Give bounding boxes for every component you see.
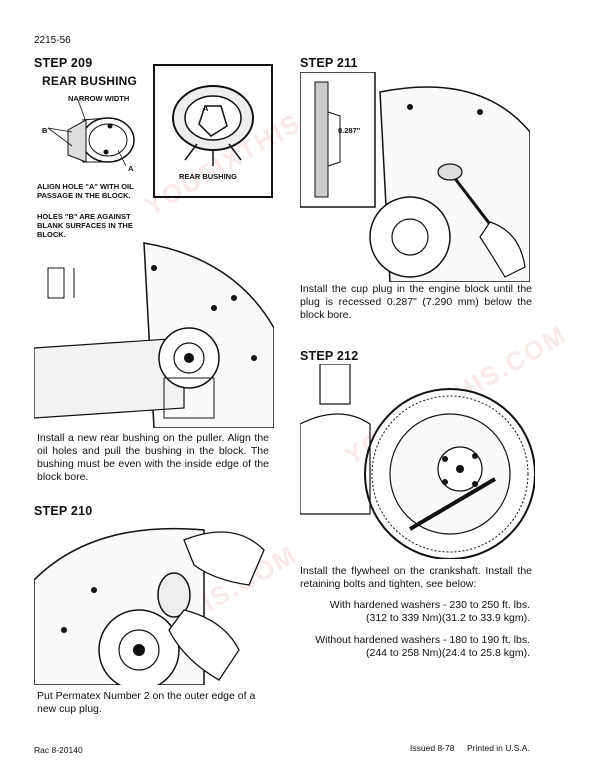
inset-bushing-drawing [172, 85, 254, 166]
step-209-body: Install a new rear bushing on the puller… [37, 432, 269, 483]
label-a: A [128, 164, 134, 173]
rear-bushing-heading: REAR BUSHING [42, 74, 138, 88]
note-align-hole: ALIGN HOLE "A" WITH OIL PASSAGE IN THE B… [37, 182, 134, 200]
step-211-heading: STEP 211 [300, 56, 358, 70]
cup-plug-depth-illustration [300, 72, 530, 282]
spec-unhardened-line1: Without hardened washers - 180 to 190 ft… [315, 634, 530, 646]
footer-code: Rac 8-20140 [34, 745, 83, 755]
step-209-heading: STEP 209 [34, 56, 93, 70]
spec-unhardened-line2: (244 to 258 Nm)(24.4 to 25.8 kgm). [366, 647, 530, 659]
page-number: 2215-56 [34, 35, 71, 46]
flywheel-illustration [300, 364, 535, 559]
inset-label-a: A [203, 104, 209, 113]
step-210-body: Put Permatex Number 2 on the outer edge … [37, 690, 256, 715]
note-holes-b: HOLES "B" ARE AGAINST BLANK SURFACES IN … [37, 212, 133, 239]
bushing-figure [48, 100, 135, 167]
cup-plug-illustration [34, 527, 265, 685]
dimension-label: 0.287" [338, 126, 361, 135]
footer-issued: Issued 8-78 [410, 743, 455, 753]
narrow-width-label: NARROW WIDTH [68, 94, 130, 103]
step-212-heading: STEP 212 [300, 349, 359, 363]
rear-bushing-inset: A REAR BUSHING [153, 64, 273, 198]
step-211-body: Install the cup plug in the engine block… [300, 283, 532, 321]
engine-block-illustration [34, 242, 274, 428]
spec-hardened-line1: With hardened washers - 230 to 250 ft. l… [329, 599, 530, 611]
step-212-body: Install the flywheel on the crankshaft. … [300, 565, 532, 590]
inset-caption: REAR BUSHING [179, 172, 237, 181]
label-b: B [42, 126, 48, 135]
footer-printed: Printed in U.S.A. [467, 743, 530, 753]
spec-hardened-line2: (312 to 339 Nm)(31.2 to 33.9 kgm). [366, 612, 530, 624]
step-210-heading: STEP 210 [34, 504, 93, 518]
